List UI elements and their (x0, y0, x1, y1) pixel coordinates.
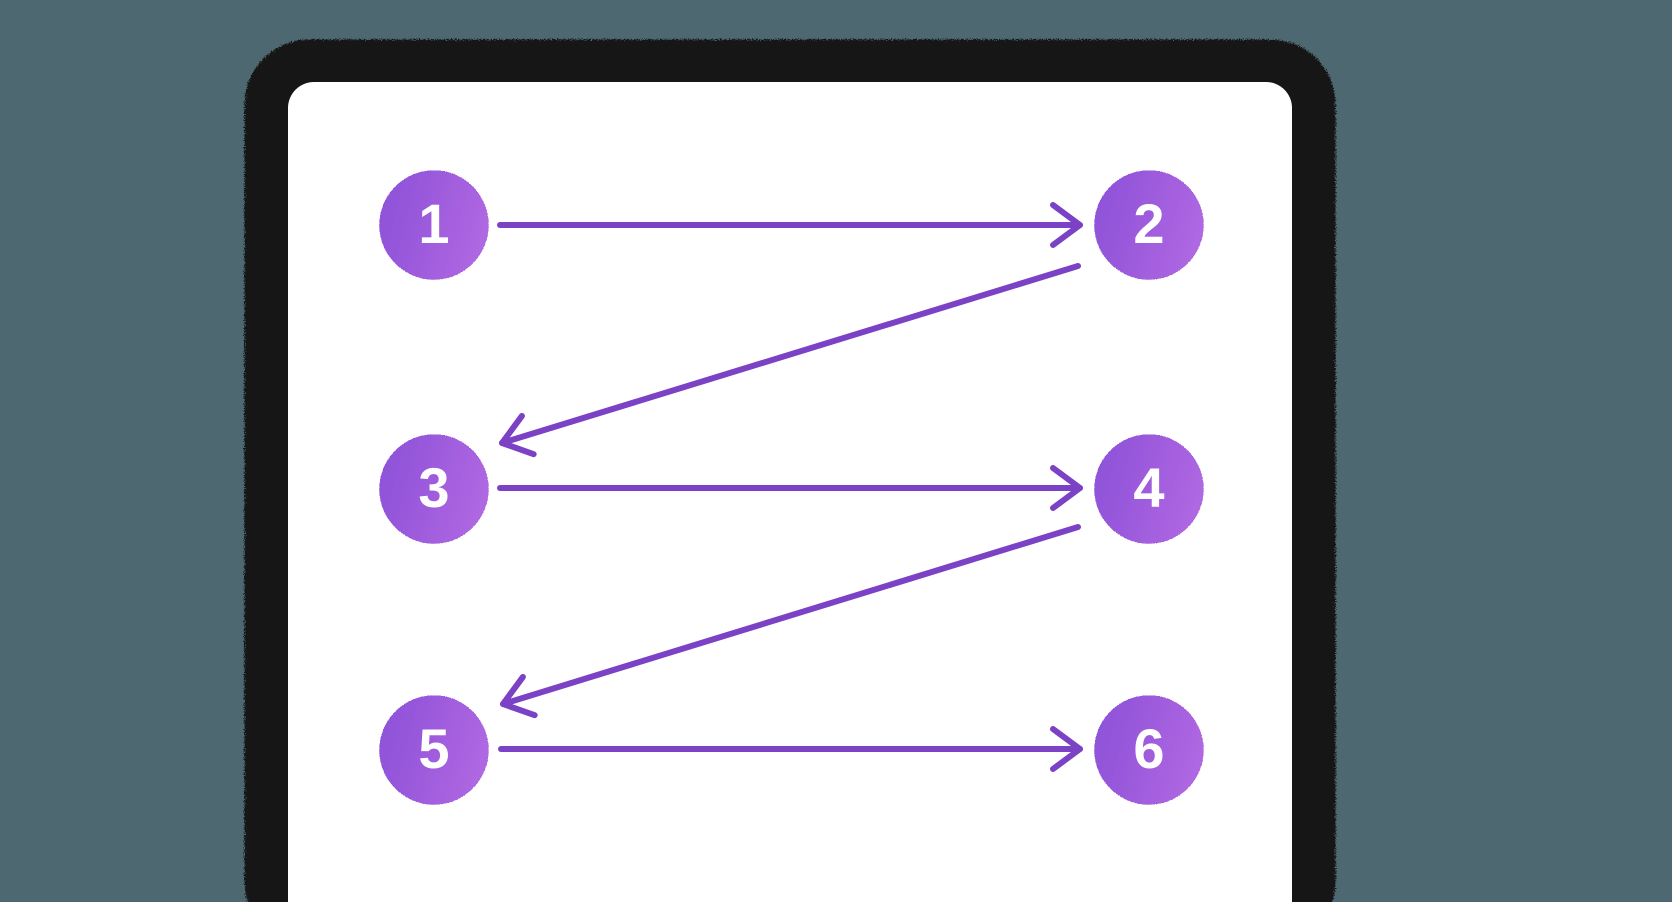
step-number: 4 (1133, 456, 1165, 519)
step-node-3: 3 (379, 434, 489, 544)
step-number: 2 (1133, 192, 1165, 255)
step-number: 1 (418, 192, 450, 255)
step-node-1: 1 (379, 170, 489, 280)
step-number: 3 (418, 456, 450, 519)
step-number: 6 (1133, 717, 1165, 780)
step-node-2: 2 (1094, 170, 1204, 280)
step-node-4: 4 (1094, 434, 1204, 544)
step-node-5: 5 (379, 695, 489, 805)
step-number: 5 (418, 717, 450, 780)
step-node-6: 6 (1094, 695, 1204, 805)
